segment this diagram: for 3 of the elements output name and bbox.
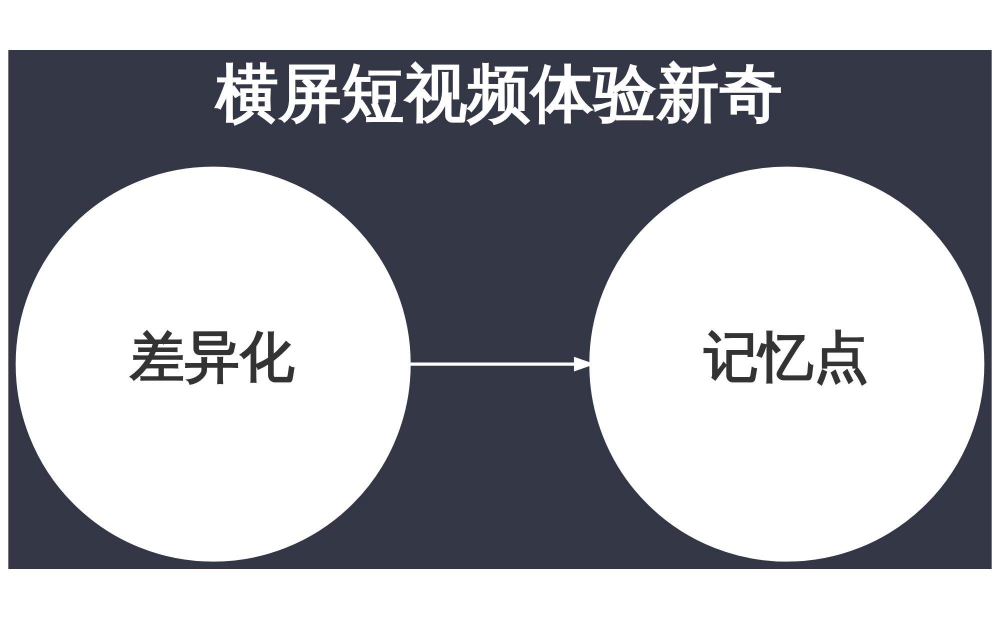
- node-circle: 差异化: [16, 166, 411, 562]
- diagram-title: 横屏短视频体验新奇: [215, 56, 782, 130]
- node-circle: 记忆点: [589, 166, 984, 562]
